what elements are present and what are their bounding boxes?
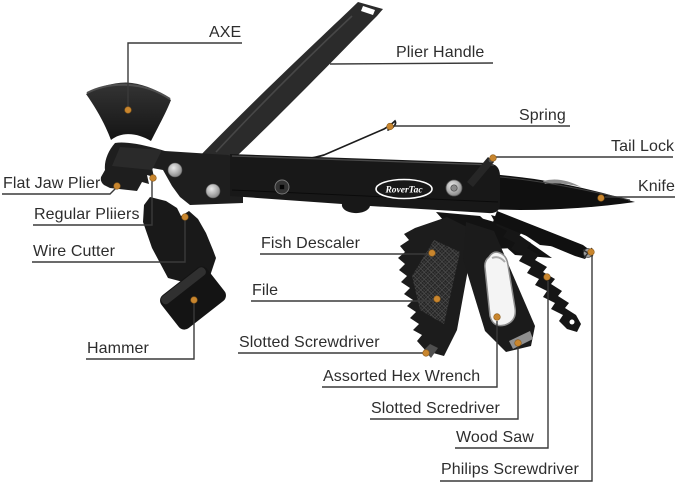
label-file: File	[252, 282, 279, 299]
dot-flat-jaw-plier	[113, 182, 121, 190]
knife-pivot-center	[450, 184, 458, 192]
dot-tail-lock	[489, 154, 497, 162]
label-knife: Knife	[638, 178, 675, 195]
dot-knife	[597, 194, 605, 202]
label-philips-screwdriver: Philips Screwdriver	[441, 461, 579, 478]
label-slotted-scredriver: Slotted Scredriver	[371, 400, 500, 417]
saw-tip-notch	[569, 319, 575, 325]
dot-fish-descaler	[428, 249, 436, 257]
axe-edge-highlight	[86, 83, 171, 100]
label-hammer: Hammer	[87, 340, 149, 357]
dot-wood-saw	[543, 273, 551, 281]
knife-blade	[470, 173, 635, 210]
plier-handle-notch	[361, 6, 375, 15]
body-top-highlight	[231, 155, 495, 166]
dot-hammer	[190, 296, 198, 304]
dot-philips	[587, 248, 595, 256]
brand-logo: RoverTac	[375, 178, 433, 200]
label-flat-jaw-plier: Flat Jaw Plier	[3, 175, 101, 192]
label-spring: Spring	[519, 107, 566, 124]
dot-slotted-scredriver	[514, 339, 522, 347]
wood-saw-blade	[491, 215, 581, 332]
dot-regular-pliers	[149, 174, 157, 182]
dot-slotted-screwdriver	[422, 349, 430, 357]
leader-lines	[2, 42, 675, 482]
hex-cutout-shade	[491, 256, 506, 263]
slotted-tip-bevel	[424, 344, 438, 358]
spring-wire	[285, 119, 397, 162]
label-axe: AXE	[209, 24, 242, 41]
label-fish-descaler: Fish Descaler	[261, 235, 361, 252]
philips-screwdriver-rod	[493, 211, 591, 259]
label-regular-pliers: Regular Pliiers	[34, 206, 140, 223]
callout-dots	[113, 106, 605, 357]
head-rivet-top	[167, 162, 183, 178]
svg-text:RoverTac: RoverTac	[384, 186, 423, 196]
lower-jaw	[143, 197, 216, 288]
label-tail-lock: Tail Lock	[611, 138, 675, 155]
tail-lock-pin	[467, 157, 494, 187]
plier-handle-highlight	[215, 15, 353, 153]
dot-hex-wrench	[493, 313, 501, 321]
label-wire-cutter: Wire Cutter	[33, 243, 115, 260]
file-knurl-texture	[412, 240, 460, 324]
label-plier-handle: Plier Handle	[396, 44, 485, 61]
label-assorted-hex-wrench: Assorted Hex Wrench	[323, 368, 481, 385]
dot-spring	[386, 122, 394, 131]
knife-nail-nick	[543, 179, 581, 187]
dot-file	[433, 295, 441, 303]
label-slotted-screwdriver: Slotted Screwdriver	[239, 334, 380, 351]
hex-wrench-cutout	[484, 251, 517, 327]
dot-wire-cutter	[181, 213, 189, 221]
body-screw-socket	[279, 184, 285, 190]
head-rivet-bottom	[205, 183, 221, 199]
plier-head-facet	[112, 147, 162, 170]
body-bottom-seam	[231, 189, 499, 203]
label-wood-saw: Wood Saw	[456, 429, 534, 446]
dot-axe	[124, 106, 132, 114]
plier-handle-arm	[197, 2, 383, 170]
body-bar	[230, 154, 500, 214]
